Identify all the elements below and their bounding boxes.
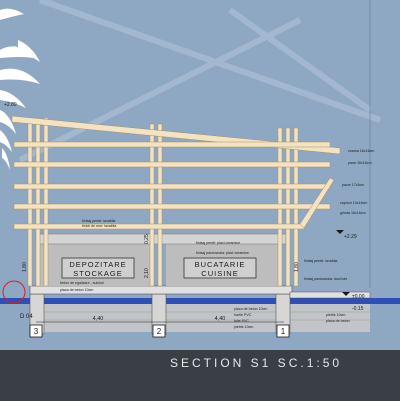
dim-span-left: 4,40 [93,316,104,322]
anno-pvc: folie PVC [234,319,249,323]
anno-wall-left-2: tinicii de mor: lavabila [82,224,116,228]
level-ground: -0.15 [352,306,364,312]
dim-height-right: 1,80 [294,262,300,272]
level-floor: ±0.00 [352,294,365,300]
anno-beam-c: pazie 17x3cm [342,183,364,187]
room-left: DEPOZITARE STOCKAGE [61,257,135,279]
pergola-beams [11,115,341,230]
room-left-name: DEPOZITARE [69,260,126,269]
detail-callout: D 04 [2,280,33,320]
anno-right-1: finisaj pereti: lavabila [304,259,337,263]
title-bar [0,350,400,401]
detail-label: D 04 [20,314,33,320]
foundations [29,293,291,335]
anno-right-4: placa de beton [326,319,350,323]
axis-2: 2 [157,327,162,336]
anno-wall-left-1: finisaj pereti: lavabila [82,219,115,223]
anno-wall-right-1: finisaj pereti: placi ceramice [196,241,240,245]
dim-height-left: 1,80 [22,262,28,272]
anno-paper: hartie PVC [234,313,252,317]
anno-right-2: finisaj pardoseala: dusi tole [304,277,347,281]
dim-height-mid: 2,10 [144,268,150,278]
axis-1: 1 [281,327,286,336]
axis-3: 3 [34,327,39,336]
anno-beam-a: coama 16x16cm [348,149,374,153]
anno-beam-b: pane 16x16cm [348,161,372,165]
levels: +2.89 +2.29 ±0.00 -0.15 [4,102,365,312]
vertical-dimensions: 1,80 2,10 1,80 0,25 [22,234,300,278]
anno-slab: placa de beton 10cm [234,307,267,311]
anno-beam-d: capriori 10x16cm [340,201,367,205]
annotations: coama 16x16cm pane 16x16cm pazie 17x3cm … [60,149,374,329]
anno-board: beton de egalizare - sulciuri [60,281,104,285]
anno-wall-right-2: finisaj pardoseala: placi ceramice [196,251,249,255]
dim-top-mid: 0,25 [144,234,150,244]
dim-span-right: 4,40 [215,316,226,322]
room-right-name-fr: CUISINE [201,269,238,278]
axis-markers: 3 2 1 [29,324,290,338]
level-top: +2.89 [4,102,17,108]
section-title: SECTION S1 SC.1:50 [170,356,343,370]
room-left-name-fr: STOCKAGE [73,269,123,278]
anno-gravel: pietris 10cm [234,325,253,329]
room-right-name: BUCATARIE [195,260,246,269]
background-guides [18,0,381,163]
anno-beam-e: grinda 16x16cm [340,211,366,215]
anno-pavage: placa de beton 10cm [60,288,93,292]
ground-hatch [30,311,370,321]
palm-foliage [0,8,40,170]
room-right: BUCATARIE CUISINE [183,257,257,279]
level-roof: +2.29 [344,234,357,240]
anno-right-3: pietris 10cm [326,313,345,317]
